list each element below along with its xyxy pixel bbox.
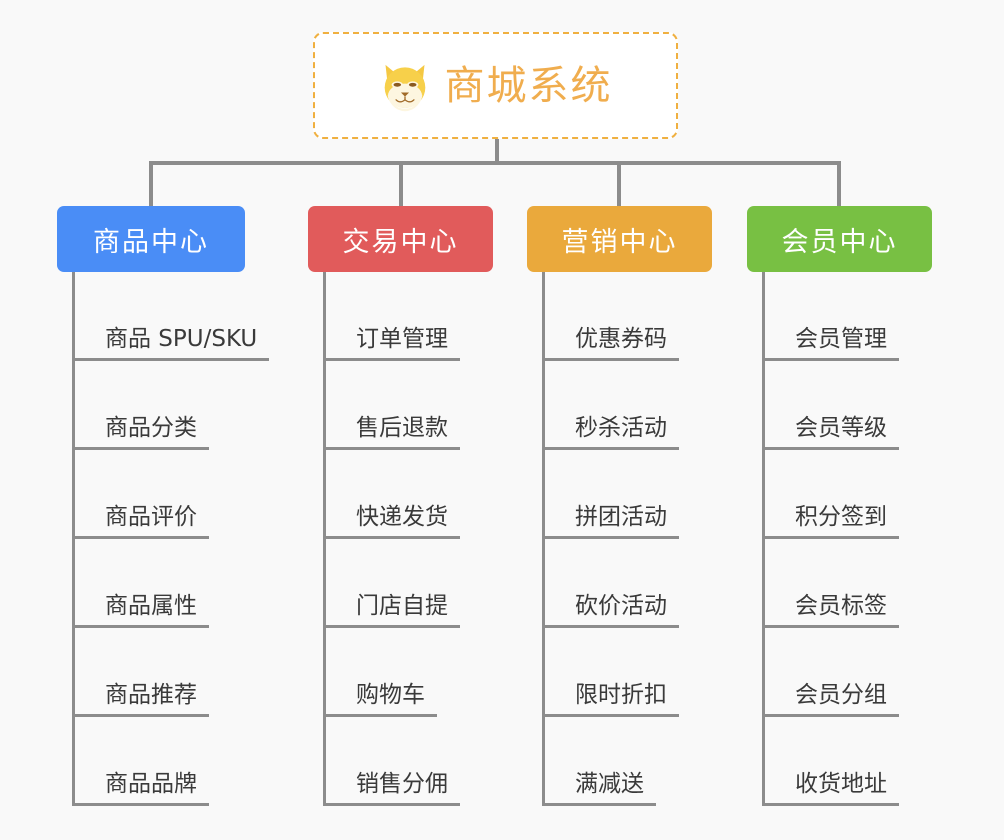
category-label: 营销中心 (561, 226, 678, 258)
connector-root-stem (495, 139, 499, 164)
leaf-label: 会员管理 (765, 326, 899, 361)
leaf-label: 商品属性 (75, 593, 209, 628)
branch-column-trade-center: 交易中心 订单管理 售后退款 快递发货 门店自提 购物车 销售分佣 (308, 206, 493, 806)
list-item[interactable]: 商品推荐 (57, 628, 245, 717)
list-item[interactable]: 售后退款 (308, 361, 493, 450)
leaf-label: 售后退款 (326, 415, 460, 450)
leaf-label: 拼团活动 (545, 504, 679, 539)
connector-drop-3 (617, 161, 621, 207)
root-title: 商城系统 (444, 62, 613, 109)
list-item[interactable]: 商品品牌 (57, 717, 245, 806)
list-item[interactable]: 销售分佣 (308, 717, 493, 806)
leaf-label: 优惠券码 (545, 326, 679, 361)
list-item[interactable]: 商品属性 (57, 539, 245, 628)
list-item[interactable]: 购物车 (308, 628, 493, 717)
leaf-label: 商品 SPU/SKU (75, 326, 270, 361)
connector-drop-4 (837, 161, 841, 207)
list-item[interactable]: 商品 SPU/SKU (57, 272, 270, 361)
list-item[interactable]: 优惠券码 (527, 272, 712, 361)
leaf-label: 积分签到 (765, 504, 899, 539)
leaf-label: 会员等级 (765, 415, 899, 450)
leaf-label: 秒杀活动 (545, 415, 679, 450)
list-item[interactable]: 订单管理 (308, 272, 493, 361)
list-item[interactable]: 快递发货 (308, 450, 493, 539)
connector-horizontal-bar (149, 161, 841, 165)
list-item[interactable]: 限时折扣 (527, 628, 712, 717)
list-item[interactable]: 砍价活动 (527, 539, 712, 628)
leaf-label: 销售分佣 (326, 771, 460, 806)
leaf-list-marketing-center: 优惠券码 秒杀活动 拼团活动 砍价活动 限时折扣 满减送 (527, 272, 712, 806)
leaf-list-trade-center: 订单管理 售后退款 快递发货 门店自提 购物车 销售分佣 (308, 272, 493, 806)
leaf-label: 商品分类 (75, 415, 209, 450)
leaf-label: 商品品牌 (75, 771, 209, 806)
list-item[interactable]: 拼团活动 (527, 450, 712, 539)
list-item[interactable]: 满减送 (527, 717, 712, 806)
leaf-label: 收货地址 (765, 771, 899, 806)
category-box-member-center[interactable]: 会员中心 (747, 206, 932, 272)
shiba-dog-face-icon (384, 64, 425, 111)
connector-drop-2 (399, 161, 403, 207)
leaf-label: 购物车 (326, 682, 437, 717)
list-item[interactable]: 收货地址 (747, 717, 932, 806)
list-item[interactable]: 积分签到 (747, 450, 932, 539)
list-item[interactable]: 秒杀活动 (527, 361, 712, 450)
leaf-label: 订单管理 (326, 326, 460, 361)
leaf-list-product-center: 商品 SPU/SKU 商品分类 商品评价 商品属性 商品推荐 商品品牌 (57, 272, 270, 806)
list-item[interactable]: 商品分类 (57, 361, 245, 450)
leaf-label: 满减送 (545, 771, 656, 806)
category-box-marketing-center[interactable]: 营销中心 (527, 206, 712, 272)
leaf-label: 快递发货 (326, 504, 460, 539)
leaf-label: 商品推荐 (75, 682, 209, 717)
leaf-label: 砍价活动 (545, 593, 679, 628)
branch-column-product-center: 商品中心 商品 SPU/SKU 商品分类 商品评价 商品属性 商品推荐 商品品牌 (57, 206, 270, 806)
leaf-label: 会员标签 (765, 593, 899, 628)
leaf-label: 会员分组 (765, 682, 899, 717)
list-item[interactable]: 会员等级 (747, 361, 932, 450)
list-item[interactable]: 会员管理 (747, 272, 932, 361)
leaf-label: 门店自提 (326, 593, 460, 628)
branch-column-member-center: 会员中心 会员管理 会员等级 积分签到 会员标签 会员分组 收货地址 (747, 206, 932, 806)
leaf-label: 限时折扣 (545, 682, 679, 717)
category-label: 交易中心 (342, 226, 459, 258)
branch-column-marketing-center: 营销中心 优惠券码 秒杀活动 拼团活动 砍价活动 限时折扣 满减送 (527, 206, 712, 806)
category-box-product-center[interactable]: 商品中心 (57, 206, 245, 272)
list-item[interactable]: 会员分组 (747, 628, 932, 717)
leaf-list-member-center: 会员管理 会员等级 积分签到 会员标签 会员分组 收货地址 (747, 272, 932, 806)
list-item[interactable]: 会员标签 (747, 539, 932, 628)
list-item[interactable]: 商品评价 (57, 450, 245, 539)
leaf-label: 商品评价 (75, 504, 209, 539)
connector-drop-1 (149, 161, 153, 207)
category-box-trade-center[interactable]: 交易中心 (308, 206, 493, 272)
category-label: 会员中心 (781, 226, 898, 258)
list-item[interactable]: 门店自提 (308, 539, 493, 628)
root-node-card[interactable]: 商城系统 (313, 32, 678, 139)
category-label: 商品中心 (93, 226, 209, 258)
